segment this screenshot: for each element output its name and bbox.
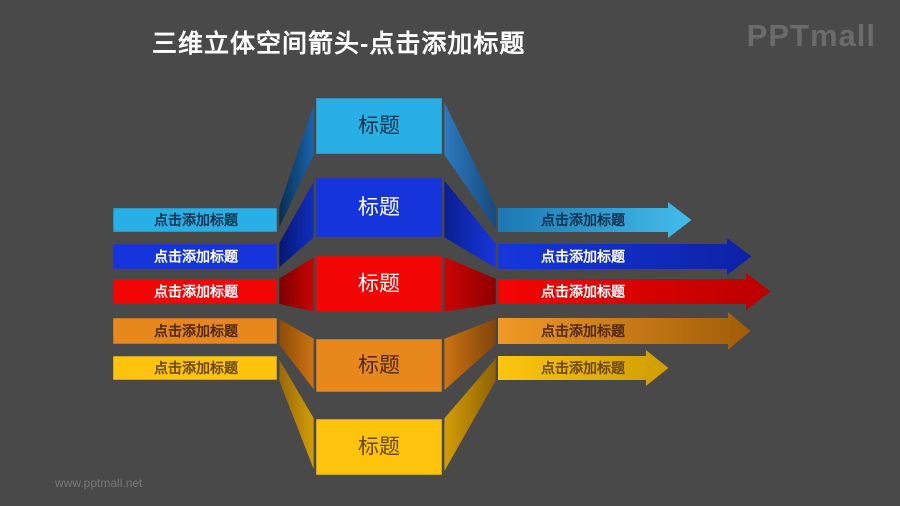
row3-center-box-label: 标题: [358, 273, 400, 296]
pptmall-logo: PPTmall: [746, 18, 876, 53]
row2-center-box-label: 标题: [358, 196, 400, 219]
row5-center-box-label: 标题: [358, 436, 400, 459]
row1-arrow-label: 点击添加标题: [541, 212, 626, 228]
row4-arrow-label: 点击添加标题: [541, 323, 626, 339]
row3-left-bar-label: 点击添加标题: [154, 284, 239, 300]
row5-center-box[interactable]: [313, 416, 445, 478]
row5-arrow-label: 点击添加标题: [541, 360, 626, 376]
row1-arrow[interactable]: [496, 197, 695, 243]
watermark-url: www.pptmall.net: [55, 476, 143, 490]
row4-left-bar-label: 点击添加标题: [154, 323, 239, 339]
row2-left-bar-label: 点击添加标题: [154, 249, 239, 265]
row4-left-bar[interactable]: [110, 315, 280, 347]
row3-arrow[interactable]: [496, 268, 774, 315]
row2-center-box[interactable]: [313, 175, 445, 240]
row5-left-bar[interactable]: [110, 353, 280, 383]
flow-row-3: 点击添加标题标题点击添加标题: [110, 252, 774, 315]
row4-center-box-label: 标题: [358, 354, 400, 377]
slide-title[interactable]: 三维立体空间箭头-点击添加标题: [152, 30, 526, 58]
row1-left-bar-label: 点击添加标题: [154, 212, 239, 228]
row2-arrow-label: 点击添加标题: [541, 249, 626, 265]
row2-arrow[interactable]: [496, 233, 755, 280]
row4-center-box[interactable]: [313, 336, 445, 395]
row1-center-box-label: 标题: [358, 115, 400, 138]
row1-center-box[interactable]: [313, 95, 445, 157]
row5-arrow[interactable]: [496, 345, 672, 391]
row3-left-bar[interactable]: [110, 276, 280, 307]
row3-center-box[interactable]: [313, 253, 445, 315]
row2-left-bar[interactable]: [110, 241, 280, 272]
row4-arrow[interactable]: [496, 307, 754, 355]
row5-left-bar-label: 点击添加标题: [154, 360, 239, 376]
row3-arrow-label: 点击添加标题: [541, 284, 626, 300]
row1-left-bar[interactable]: [110, 205, 280, 235]
